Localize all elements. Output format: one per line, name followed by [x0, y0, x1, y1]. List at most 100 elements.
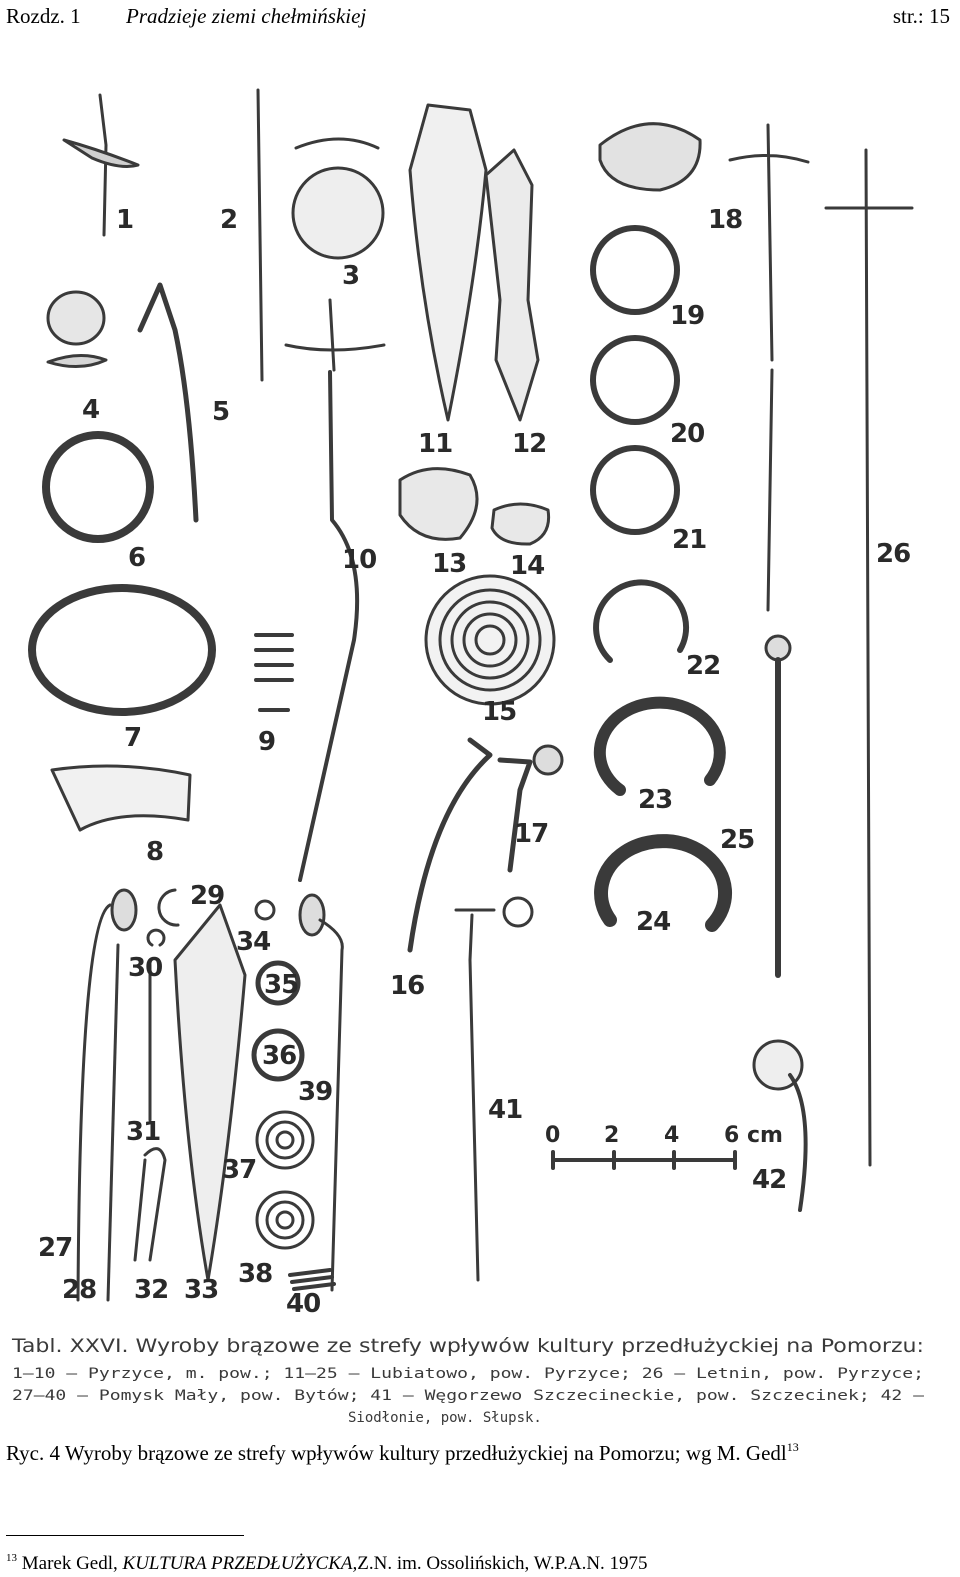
- artifact-32-tweezers: [133, 1147, 167, 1262]
- figure-caption: Ryc. 4 Wyroby brązowe ze strefy wpływów …: [6, 1432, 958, 1468]
- scale-label-6cm: 6 cm: [724, 1123, 783, 1148]
- artifact-38-spiral: [255, 1190, 315, 1250]
- artifact-12-spearhead: [484, 148, 540, 422]
- footnote-number: 13: [6, 1552, 17, 1564]
- fig-num-42: 42: [752, 1165, 786, 1195]
- artifact-14-plate: [490, 502, 551, 546]
- artifact-20-ring: [590, 335, 680, 425]
- fig-num-17: 17: [514, 819, 548, 849]
- artifact-21-ring: [590, 445, 680, 535]
- fig-num-40: 40: [286, 1289, 320, 1319]
- scale-labels: 0 2 4 6 cm: [545, 1123, 783, 1148]
- artifact-11-spearhead: [408, 103, 488, 422]
- fig-num-16: 16: [390, 971, 424, 1001]
- fig-num-24: 24: [636, 907, 670, 937]
- artifact-40-coil: [288, 1268, 336, 1291]
- artifact-5-pin: [137, 282, 199, 523]
- fig-num-30: 30: [128, 953, 162, 983]
- artifact-33-dagger: [173, 903, 247, 1282]
- fig-num-23: 23: [638, 785, 672, 815]
- fig-num-34: 34: [236, 927, 270, 957]
- artifact-3-disc: [291, 137, 385, 260]
- artifact-18-disc: [598, 122, 702, 192]
- artifact-18-pin: [728, 123, 810, 612]
- artifact-2-needle: [256, 88, 264, 382]
- footnote-publisher: Z.N. im. Ossolińskich, W.P.A.N. 1975: [357, 1553, 648, 1574]
- fig-num-36: 36: [262, 1041, 296, 1071]
- artifact-24-bracelet: [594, 834, 732, 932]
- artifact-drawing: 1 2 3 4 5 6 7 8 9 10 11 12 13 14 15 16 1…: [11, 88, 925, 1426]
- footnote-work: KULTURA PRZEDŁUŻYCKA,: [122, 1553, 358, 1574]
- figure-numbers: 1 2 3 4 5 6 7 8 9 10 11 12 13 14 15 16 1…: [38, 205, 911, 1319]
- fig-num-26: 26: [876, 539, 910, 569]
- fig-num-28: 28: [62, 1275, 96, 1305]
- chapter-label: Rozdz. 1: [6, 4, 81, 28]
- artifact-37-spiral: [255, 1110, 315, 1170]
- fig-num-38: 38: [238, 1259, 272, 1289]
- artifact-23-bracelet: [593, 696, 726, 796]
- artifact-26-needle: [824, 148, 914, 1167]
- artifact-30-hook: [146, 928, 166, 947]
- artifact-41-pin: [454, 896, 534, 1282]
- table-caption-line-1: 1—10 — Pyrzyce, m. pow.; 11—25 — Lubiato…: [12, 1366, 924, 1382]
- artifact-6-ring: [42, 431, 154, 543]
- table-caption-title: Tabl. XXVI. Wyroby brązowe ze strefy wpł…: [11, 1335, 924, 1357]
- fig-num-39: 39: [298, 1077, 332, 1107]
- artifact-13-plate: [398, 467, 479, 541]
- artifact-29-hook: [157, 888, 180, 927]
- table-caption-line-2: 27—40 — Pomysk Mały, pow. Bytów; 41 — Wę…: [12, 1388, 925, 1404]
- fig-num-15: 15: [482, 697, 516, 727]
- artifact-19-ring: [590, 225, 680, 315]
- fig-num-7: 7: [124, 723, 141, 753]
- artifact-plate: 1 2 3 4 5 6 7 8 9 10 11 12 13 14 15 16 1…: [0, 40, 960, 1430]
- artifact-39-pin: [298, 893, 344, 1292]
- fig-num-5: 5: [212, 397, 229, 427]
- artifact-34-rosette: [254, 899, 276, 921]
- fig-num-2: 2: [220, 205, 237, 235]
- artifact-28-pin: [106, 943, 120, 1302]
- artifact-35-ring: [255, 960, 301, 1006]
- artifact-10-pin: [284, 298, 386, 882]
- fig-num-6: 6: [128, 543, 145, 573]
- artifact-27-pin: [76, 888, 138, 1302]
- artifact-42-pin: [752, 1039, 808, 1212]
- fig-num-8: 8: [146, 837, 163, 867]
- fig-num-32: 32: [134, 1275, 168, 1305]
- table-caption: Tabl. XXVI. Wyroby brązowe ze strefy wpł…: [11, 1335, 925, 1426]
- scale-bar: [551, 1150, 737, 1170]
- fig-num-22: 22: [686, 651, 720, 681]
- artifact-4-disc: [46, 290, 108, 368]
- fig-num-27: 27: [38, 1233, 72, 1263]
- fig-num-19: 19: [670, 301, 704, 331]
- fig-num-21: 21: [672, 525, 706, 555]
- artifact-8-band: [50, 764, 192, 832]
- fig-num-25: 25: [720, 825, 754, 855]
- page-number: str.: 15: [892, 4, 950, 28]
- fig-num-14: 14: [510, 551, 544, 581]
- footnote-author: Marek Gedl,: [21, 1553, 123, 1574]
- fig-num-3: 3: [342, 261, 359, 291]
- fig-num-33: 33: [184, 1275, 218, 1305]
- artifact-25-pin: [764, 634, 792, 978]
- fig-num-11: 11: [418, 429, 452, 459]
- figure-caption-text: Ryc. 4 Wyroby brązowe ze strefy wpływów …: [6, 1441, 787, 1465]
- scale-label-2: 2: [604, 1123, 619, 1148]
- page-header: Rozdz. 1 Pradzieje ziemi chełmińskiej st…: [6, 2, 954, 30]
- fig-num-1: 1: [116, 205, 133, 235]
- footnote-ref[interactable]: 13: [786, 1440, 799, 1454]
- fig-num-37: 37: [222, 1155, 256, 1185]
- artifact-7-ring: [28, 584, 216, 716]
- scale-label-0: 0: [545, 1123, 560, 1148]
- fig-num-9: 9: [258, 727, 275, 757]
- fig-num-35: 35: [264, 970, 298, 1000]
- chapter-title: Pradzieje ziemi chełmińskiej: [126, 4, 367, 28]
- fig-num-29: 29: [190, 881, 224, 911]
- artifact-9-spirals: [254, 633, 294, 712]
- artifact-22-ring: [593, 579, 690, 663]
- scale-label-4: 4: [664, 1123, 679, 1148]
- fig-num-41: 41: [488, 1095, 522, 1125]
- artifact-15-spiral: [424, 574, 556, 706]
- artifact-1-pin: [62, 93, 140, 237]
- artifact-36-ring: [251, 1028, 305, 1082]
- footnote: 13 Marek Gedl, KULTURA PRZEDŁUŻYCKA,Z.N.…: [6, 1545, 958, 1577]
